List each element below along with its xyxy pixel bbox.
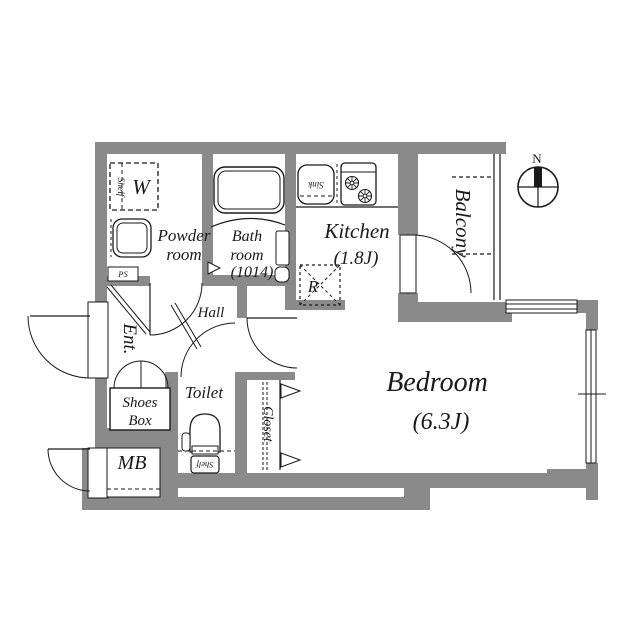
- entrance-door-swing-arc: [27, 315, 91, 379]
- wall: [237, 372, 295, 380]
- wall: [235, 372, 247, 473]
- bedroom-size-label: (6.3J): [413, 409, 470, 435]
- window-glass-lines: [506, 303, 577, 310]
- entrance-door-jamb: [87, 301, 109, 379]
- wall: [165, 473, 547, 488]
- kitchen-size-label: (1.8J): [334, 248, 379, 269]
- closet-door-arrow-icon: [280, 452, 302, 468]
- east-window: [578, 329, 606, 464]
- bathtub-inner: [217, 170, 281, 210]
- washer-space-outline: [109, 162, 159, 211]
- burner-icon: [344, 175, 360, 191]
- bath-room: [207, 166, 290, 283]
- toilet-label: Toilet: [185, 383, 224, 402]
- wall: [586, 463, 598, 500]
- powder-room-label-line1: Powder: [157, 226, 211, 245]
- compass-north-label: N: [532, 151, 542, 166]
- toilet-seat-plate: [191, 445, 219, 455]
- washbasin-icon: [112, 218, 152, 258]
- shoes-box-label-line1: Shoes: [123, 395, 158, 411]
- entrance-step-lines: [106, 284, 151, 335]
- balcony-label: Balcony: [451, 189, 475, 258]
- washer-label: W: [132, 175, 152, 199]
- kitchen-sink-icon: [297, 164, 335, 205]
- shoes-box-label-line2: Box: [128, 413, 152, 429]
- shoes-box: [109, 360, 171, 431]
- balcony-door-jamb: [399, 234, 417, 294]
- refrigerator-space-outline: [299, 264, 341, 306]
- shoes-box-door-arc: [113, 360, 142, 389]
- washbasin-bowl: [116, 222, 148, 254]
- compass-icon: [517, 166, 559, 208]
- pipe-space-label: PS: [117, 269, 128, 279]
- bath-door-arrow-icon: [207, 261, 222, 275]
- wall: [577, 300, 598, 313]
- wall: [586, 313, 598, 330]
- toilet-shelf-box: [190, 455, 220, 474]
- bath-counter: [275, 230, 290, 266]
- meter-box: [106, 447, 161, 498]
- bath-room-label-line1: Bath: [232, 228, 262, 245]
- bath-room-size-label: (1014): [231, 264, 274, 281]
- bathtub-icon: [213, 166, 285, 214]
- wall: [170, 378, 178, 428]
- bedroom-door-swing-arc: [246, 317, 298, 369]
- wall: [398, 302, 512, 322]
- shoes-box-outline: [109, 387, 171, 431]
- hall-step-lines: [170, 302, 202, 350]
- wall: [202, 275, 296, 286]
- entrance-label: Ent.: [119, 322, 140, 354]
- kitchen: [296, 162, 398, 306]
- bath-counter-end: [274, 266, 290, 283]
- wall: [547, 469, 598, 488]
- wall: [82, 497, 430, 510]
- powder-room-label-line2: room: [166, 245, 201, 264]
- washer-shelf-label: Shelf: [115, 178, 126, 198]
- window-frame: [505, 299, 578, 314]
- refrigerator-label: R: [307, 277, 319, 296]
- toilet-bowl-icon: [189, 413, 221, 453]
- pipe-space-box: [107, 266, 139, 282]
- meter-box-door-jamb: [87, 447, 109, 499]
- powder-room: [107, 162, 203, 336]
- compass-north-pointer: [534, 167, 542, 187]
- shoes-box-door-arc: [140, 360, 169, 389]
- balcony-door-swing-arc: [412, 234, 472, 294]
- meter-box-door-swing-arc: [47, 448, 91, 492]
- wall: [95, 142, 506, 154]
- bedroom-label: Bedroom: [386, 367, 488, 398]
- closet-door-arrow-icon: [280, 383, 302, 399]
- powder-door-swing-arc: [149, 282, 203, 336]
- wall: [285, 154, 296, 310]
- toilet-door-swing-arc: [180, 322, 236, 378]
- wall: [237, 286, 247, 318]
- wall: [398, 154, 418, 235]
- balcony-railing-lines: [493, 154, 501, 300]
- doors: [27, 284, 298, 492]
- wall: [296, 300, 345, 310]
- closet: [262, 380, 302, 470]
- hall-label: Hall: [197, 305, 225, 321]
- bath-room-label-line2: room: [230, 247, 263, 264]
- burner-icon: [357, 188, 373, 204]
- sink-label: Sink: [307, 180, 324, 190]
- wall: [202, 154, 213, 284]
- toilet-room: [178, 413, 235, 474]
- closet-label: Closet: [260, 406, 275, 443]
- toilet-shelf-label: Shelf: [195, 460, 214, 470]
- bath-fold-line: [210, 217, 286, 228]
- kitchen-label: Kitchen: [323, 219, 389, 243]
- wall: [107, 428, 178, 448]
- north-window: [505, 299, 578, 314]
- toilet-side-lever: [181, 432, 191, 452]
- meter-box-label: MB: [117, 452, 147, 474]
- balcony: [412, 154, 501, 300]
